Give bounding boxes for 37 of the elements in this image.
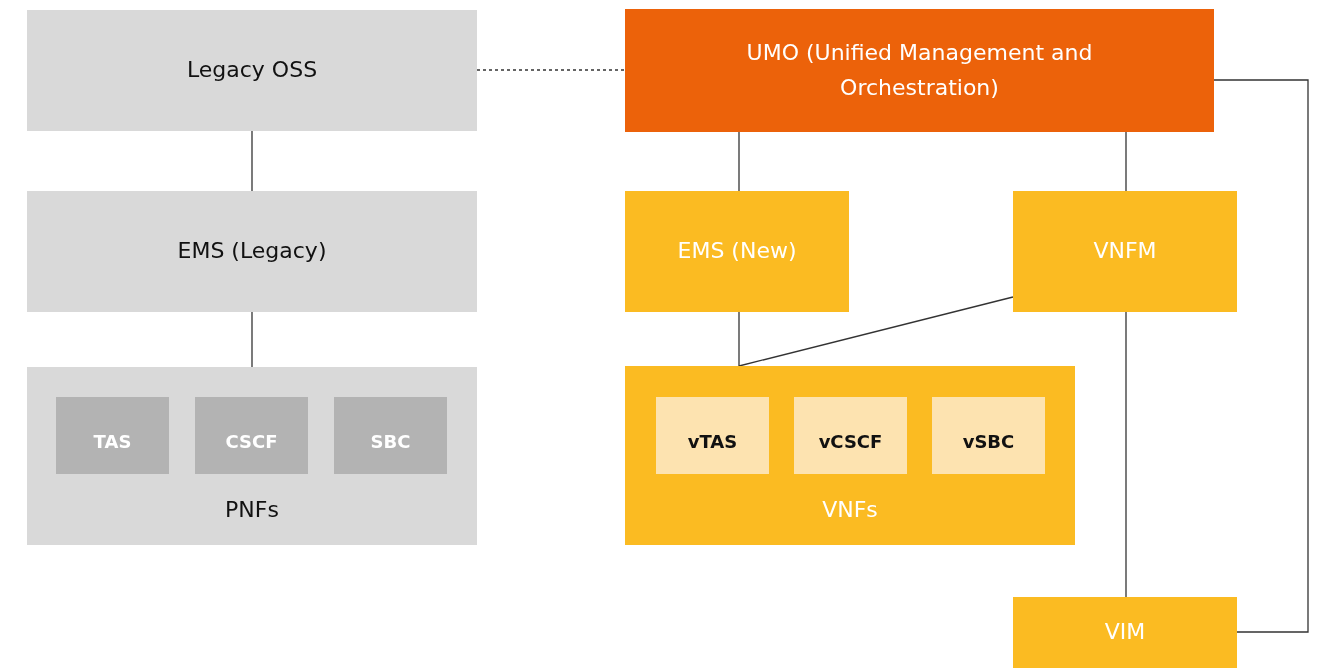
node-label: vTAS [686, 430, 739, 455]
process-box [334, 397, 447, 474]
process-box [932, 397, 1045, 474]
node-label: vSBC [961, 430, 1016, 455]
process-box [195, 397, 308, 474]
group-label: PNFs [224, 495, 280, 524]
process-box [27, 191, 477, 312]
process-box [1013, 191, 1237, 312]
node-label: VIM [1104, 618, 1146, 647]
connector [1125, 311, 1127, 598]
process-box [56, 397, 169, 474]
node-label: EMS (New) [677, 237, 797, 266]
node-label: VNFM [1093, 237, 1157, 266]
group-box [625, 366, 1075, 545]
connector [738, 296, 1014, 367]
node-label: vCSCF [817, 430, 884, 455]
node-label: EMS (Legacy) [177, 237, 327, 266]
process-box [1013, 597, 1237, 668]
group-box [27, 367, 477, 545]
process-box [794, 397, 907, 474]
process-box [625, 191, 849, 312]
connector [1125, 131, 1127, 192]
node-label: TAS [92, 430, 133, 455]
node-label: UMO (Unified Management and Orchestration) [745, 39, 1094, 102]
connector [738, 311, 740, 367]
process-box [27, 10, 477, 131]
connector [251, 311, 253, 368]
process-box [625, 9, 1214, 132]
group-label: VNFs [821, 495, 879, 524]
connector [251, 130, 253, 192]
process-box [656, 397, 769, 474]
dashed-connector [476, 69, 626, 71]
connector [1213, 79, 1309, 633]
node-label: SBC [369, 430, 412, 455]
node-label: Legacy OSS [186, 56, 318, 85]
node-label: CSCF [224, 430, 279, 455]
connector [738, 131, 740, 192]
